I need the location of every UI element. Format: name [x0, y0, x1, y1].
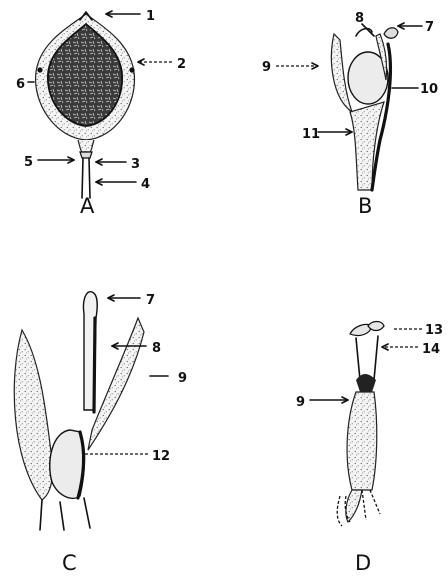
panel-letter-a: A: [80, 194, 95, 218]
callout-label-4: 4: [141, 177, 150, 192]
callout-label-6: 6: [16, 77, 25, 92]
callout-label-13: 13: [425, 323, 443, 338]
panel-letter-c: C: [62, 551, 77, 575]
callout-label-8: 8: [355, 11, 364, 26]
callout-label-9: 9: [262, 60, 271, 75]
panel-a: 1 2 6 5 3 4 A: [16, 9, 186, 218]
callout-label-2: 2: [177, 57, 186, 72]
callout-label-7: 7: [425, 20, 434, 35]
callout-label-11: 11: [302, 127, 320, 142]
panel-c: 7 8 9 12 C: [14, 292, 187, 575]
panel-letter-b: B: [358, 194, 372, 218]
callout-label-10: 10: [420, 82, 438, 97]
callout-label-9: 9: [296, 395, 305, 410]
callout-label-1: 1: [146, 9, 155, 24]
callout-label-9: 9: [178, 371, 187, 386]
callout-label-7: 7: [146, 293, 155, 308]
panel-d: 13 14 9 D: [296, 322, 443, 576]
panel-b: 8 7 9 10 11 B: [262, 11, 438, 218]
flower-drawing-b: [331, 28, 398, 190]
callout-label-12: 12: [152, 449, 170, 464]
flower-drawing-c: [14, 292, 144, 530]
flower-drawing-d: [337, 322, 384, 527]
callout-label-5: 5: [24, 155, 33, 170]
callout-label-3: 3: [131, 157, 140, 172]
callout-label-14: 14: [422, 342, 440, 357]
panel-letter-d: D: [355, 551, 371, 575]
fruit-drawing: [36, 12, 135, 198]
callout-label-8: 8: [152, 341, 161, 356]
